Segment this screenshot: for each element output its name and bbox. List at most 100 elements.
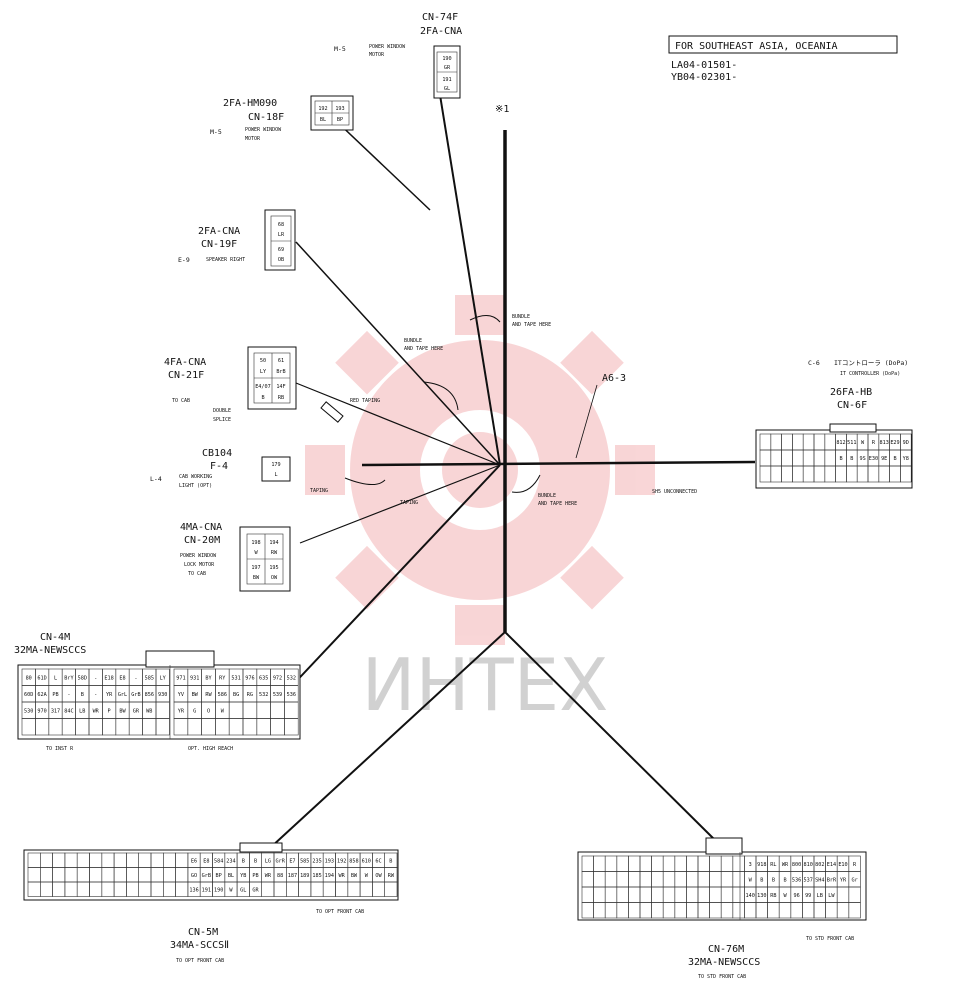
harness-wires (269, 94, 756, 849)
cn21f-pin1-color: LY (260, 369, 267, 375)
cn20m-pin4: 195 (269, 565, 278, 571)
cn20m-pin2-color: RW (271, 550, 278, 556)
cn21f-pin3: E4/07 (255, 384, 271, 390)
cb104-desc1: CAB WORKING (179, 474, 212, 480)
cn76m-pin-label: 802 (815, 862, 824, 868)
cn4m-pin-label: 58D (78, 675, 87, 681)
cn5m-pin-label: 192 (337, 858, 346, 864)
cn5m-pin-label: 6C (375, 858, 381, 864)
cn6f-pin-label: R (872, 440, 876, 446)
cn4m-pin-label: G (193, 708, 196, 714)
cn6f-title-en: IT CONTROLLER (DoPa) (840, 371, 900, 377)
cb104-line1: CB104 (202, 448, 232, 459)
cn4m-pin-label: GrB (131, 692, 140, 698)
cn4m-pin-label: BrY (64, 675, 74, 681)
cn4m-pin-label: - (94, 692, 97, 698)
cn20m-desc1: POWER WINDOW (180, 553, 217, 559)
cn6f-title-jp: ITコントローラ (DoPa) (834, 359, 908, 367)
cn76m-pin-label: W (749, 877, 753, 883)
cn5m-pin-label: YB (240, 873, 246, 879)
cb104-func: L-4 (150, 475, 162, 483)
taping-label-2: TAPING (400, 500, 418, 506)
connector-cn18f: 2FA-HM090 CN-18F M-5 POWER WINDOW MOTOR … (210, 95, 354, 142)
cn5m-pin-cell (384, 881, 398, 897)
cn6f-pin-label: B (850, 456, 853, 462)
cn76m-pin-label: YR (840, 877, 847, 883)
cn5m-pin-label: B (242, 858, 245, 864)
cn4m-pin-label: 536 (287, 692, 296, 698)
cn4m-pin-cell (284, 718, 299, 736)
cn5m-pin-label: W (365, 873, 369, 879)
cn76m-pin-label: LB (817, 893, 823, 899)
cn21f-line1: 4FA-CNA (164, 357, 206, 368)
cn5m-pin-label: E6 (191, 858, 197, 864)
cn4m-pin-label: - (67, 692, 70, 698)
a63-label: A6-3 (602, 373, 626, 384)
cn5m-pin-label: W (229, 887, 233, 893)
cn4m-pin-label: 586 (218, 692, 227, 698)
cn21f-splice2: SPLICE (213, 417, 231, 423)
cn4m-pin-label: 80 (26, 675, 32, 681)
cn4m-pin-cell (155, 718, 170, 736)
cn4m-pin-label: 532 (259, 692, 268, 698)
cn5m-pin-label: RW (388, 873, 395, 879)
cn5m-to-right: TO OPT FRONT CAB (316, 909, 364, 915)
cn20m-pin3-color: BW (253, 575, 260, 581)
cn18f-desc1: POWER WINDOW (245, 127, 282, 133)
cn5m-pin-label: 189 (300, 873, 309, 879)
cn6f-line1: 26FA-HB (830, 387, 872, 398)
cn4m-pin-label: LB (79, 708, 85, 714)
cn4m-pin-label: 532 (287, 675, 296, 681)
cn4m-line1: CN-4M (40, 632, 70, 643)
cn21f-pin1: 50 (260, 358, 266, 364)
cn76m-pin-label: B (760, 877, 763, 883)
cn5m-pin-label: LG (265, 858, 271, 864)
cn5m-pin-label: GrR (275, 858, 285, 864)
cb104-pin1-color: L (274, 472, 277, 478)
cn76m-pin-label: Gr (851, 877, 857, 883)
cn21f-pin2-color: BrB (276, 369, 285, 375)
cn4m-pin-label: 539 (273, 692, 282, 698)
cn4m-right-note: OPT. HIGH REACH (188, 746, 233, 752)
cn4m-pin-label: 856 (145, 692, 154, 698)
cn5m-pin-label: GrB (202, 873, 211, 879)
cn4m-pin-label: W (221, 708, 225, 714)
cn74f-desc1: POWER WINDOW (369, 44, 406, 50)
cn5m-pin-label: 136 (189, 887, 198, 893)
cn6f-pin-label: E30 (869, 456, 878, 462)
cn4m-pin-label: WR (93, 708, 100, 714)
bundle-label-2a: BUNDLE (404, 338, 422, 344)
cn76m-pin-label: E14 (827, 862, 836, 868)
cn5m-pin-label: 193 (325, 858, 334, 864)
cn5m-pin-label: 584 (214, 858, 223, 864)
cn76m-pin-label: 918 (757, 862, 766, 868)
cn18f-desc2: MOTOR (245, 136, 261, 142)
bundle-label-1a: BUNDLE (512, 314, 530, 320)
branch-mark: ※1 (495, 104, 509, 115)
cn76m-pin-label: SH4 (815, 877, 824, 883)
cn5m-pin-label: 585 (300, 858, 309, 864)
cn4m-pin-label: YV (178, 692, 184, 698)
cn5m-pin-label: 235 (312, 858, 321, 864)
cn20m-desc2: LOCK MOTOR (184, 562, 215, 568)
cn74f-line2: 2FA-CNA (420, 26, 462, 37)
cn5m-pin-label: 190 (214, 887, 223, 893)
red-taping-label: RED TAPING (350, 398, 380, 404)
cn19f-pin1: 68 (278, 222, 284, 228)
cn5m-line1: CN-5M (188, 927, 218, 938)
cn5m-line2: 34MA-SCCSⅡ (170, 940, 229, 951)
connector-cn21f: 4FA-CNA CN-21F TO CAB DOUBLE SPLICE 50 L… (164, 346, 297, 423)
cn19f-func: E-9 (178, 256, 190, 264)
cn4m-pin-label: 60D (24, 692, 33, 698)
cn4m-pin-label: BG (233, 692, 239, 698)
cn4m-pin-label: LY (160, 675, 167, 681)
bundle-label-3b: AND TAPE HERE (538, 501, 577, 507)
bundle-label-1b: AND TAPE HERE (512, 322, 551, 328)
cn76m-pin-label: 800 (792, 862, 801, 868)
cn4m-pin-label: YR (106, 692, 113, 698)
cn18f-line2: CN-18F (248, 112, 284, 123)
cn4m-pin-label: 585 (145, 675, 154, 681)
